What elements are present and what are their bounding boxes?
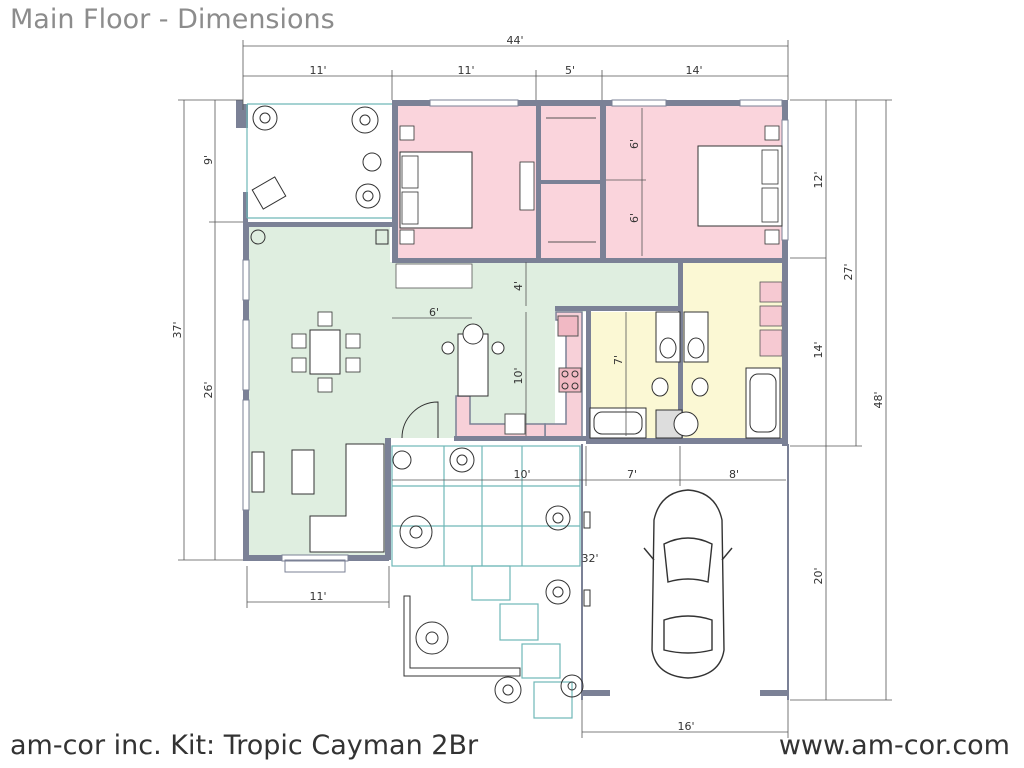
dim-top-overall: 44' [506, 34, 523, 47]
dim-bath-7: 7' [612, 355, 625, 365]
dim-patio-10: 10' [513, 468, 530, 481]
dim-bottom-left: 11' [309, 590, 326, 603]
dim-closet-b: 6' [628, 213, 641, 223]
car [643, 489, 733, 679]
sofa [309, 443, 385, 553]
dim-closet-a: 6' [628, 139, 641, 149]
footer-website: www.am-cor.com [778, 730, 1010, 761]
dim-entry-7: 7' [627, 468, 637, 481]
dim-top-4: 14' [685, 64, 702, 77]
plants [250, 105, 584, 704]
stove [558, 367, 582, 393]
footer-company: am-cor inc. Kit: Tropic Cayman 2Br [10, 730, 479, 761]
page-title: Main Floor - Dimensions [10, 4, 335, 35]
dim-entry-8: 8' [729, 468, 739, 481]
closet-upper [540, 104, 602, 182]
dim-right-upper: 12' [812, 171, 825, 188]
dim-kitchen-10: 10' [512, 367, 525, 384]
dim-bottom-garage: 16' [677, 720, 694, 733]
dim-mid-32: 32' [581, 552, 598, 565]
dim-right-mid: 14' [812, 341, 825, 358]
dim-right-garage: 20' [812, 567, 825, 584]
dim-hall-4: 4' [512, 281, 525, 291]
dim-right-27: 27' [842, 263, 855, 280]
dim-hall-6: 6' [429, 306, 439, 319]
bed-left [399, 125, 473, 245]
sink [504, 413, 526, 435]
fridge [557, 315, 579, 337]
walls [243, 100, 788, 561]
closet-lower [540, 184, 602, 258]
dim-top-2: 11' [457, 64, 474, 77]
bed-right [697, 125, 783, 245]
dining-table [291, 311, 361, 393]
dim-left-overall: 37' [171, 321, 184, 338]
dim-left-lower: 26' [202, 381, 215, 398]
dim-right-48: 48' [872, 391, 885, 408]
dim-top-3: 5' [565, 64, 575, 77]
dim-top-1: 11' [309, 64, 326, 77]
dim-left-upper: 9' [202, 155, 215, 165]
